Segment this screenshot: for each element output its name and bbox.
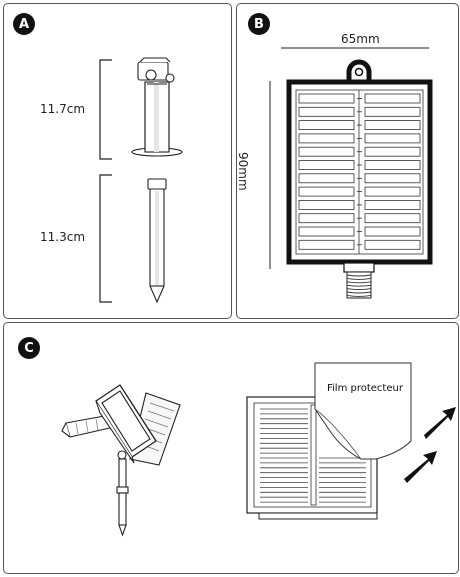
solar-panel-with-film [246,362,456,520]
solar-cell [364,106,421,117]
solar-cell [298,146,355,157]
solar-cell [364,133,421,144]
solar-panel-dimensions [269,47,433,299]
dimension-brackets [99,59,112,303]
solar-cell [364,213,421,224]
solar-cell [364,160,421,170]
dimension-bottom-label: 11.3cm [40,230,86,244]
thread-line [346,277,372,280]
panel-b: B 65mm 90mm [236,3,459,319]
solar-cell [364,186,421,197]
thread-line [346,281,372,284]
panel-c-badge: C [18,337,40,359]
protective-film-label: Film protecteur [327,383,403,394]
solar-cell [298,173,355,184]
width-label: 65mm [341,32,380,46]
solar-cell [298,226,355,237]
assembled-lamp-illustration [61,384,181,537]
connector-tube-illustration [131,57,183,157]
solar-cell [298,239,355,250]
thread-line [346,274,372,277]
solar-cell [298,106,355,117]
solar-cell [364,226,421,237]
solar-cell [364,146,421,157]
solar-cell [298,199,355,210]
solar-cell [298,160,355,170]
solar-cell [298,93,355,104]
panel-b-badge: B [248,13,270,35]
solar-cell [364,173,421,184]
thread-line [346,288,372,291]
thread-line [346,294,372,297]
solar-cell [298,186,355,197]
ground-stake-illustration [147,178,167,304]
solar-cell [298,120,355,130]
panel-c: C [3,322,459,574]
thread-line [346,291,372,294]
dimension-top-label: 11.7cm [40,102,86,116]
panel-a: A 11.7cm 11.3cm [3,3,232,319]
solar-cell [364,199,421,210]
solar-cell [364,93,421,104]
solar-cell [298,213,355,224]
solar-cell [298,133,355,144]
panel-a-badge: A [13,13,35,35]
solar-cell [364,120,421,130]
thread-line [346,284,372,287]
solar-cell [364,239,421,250]
